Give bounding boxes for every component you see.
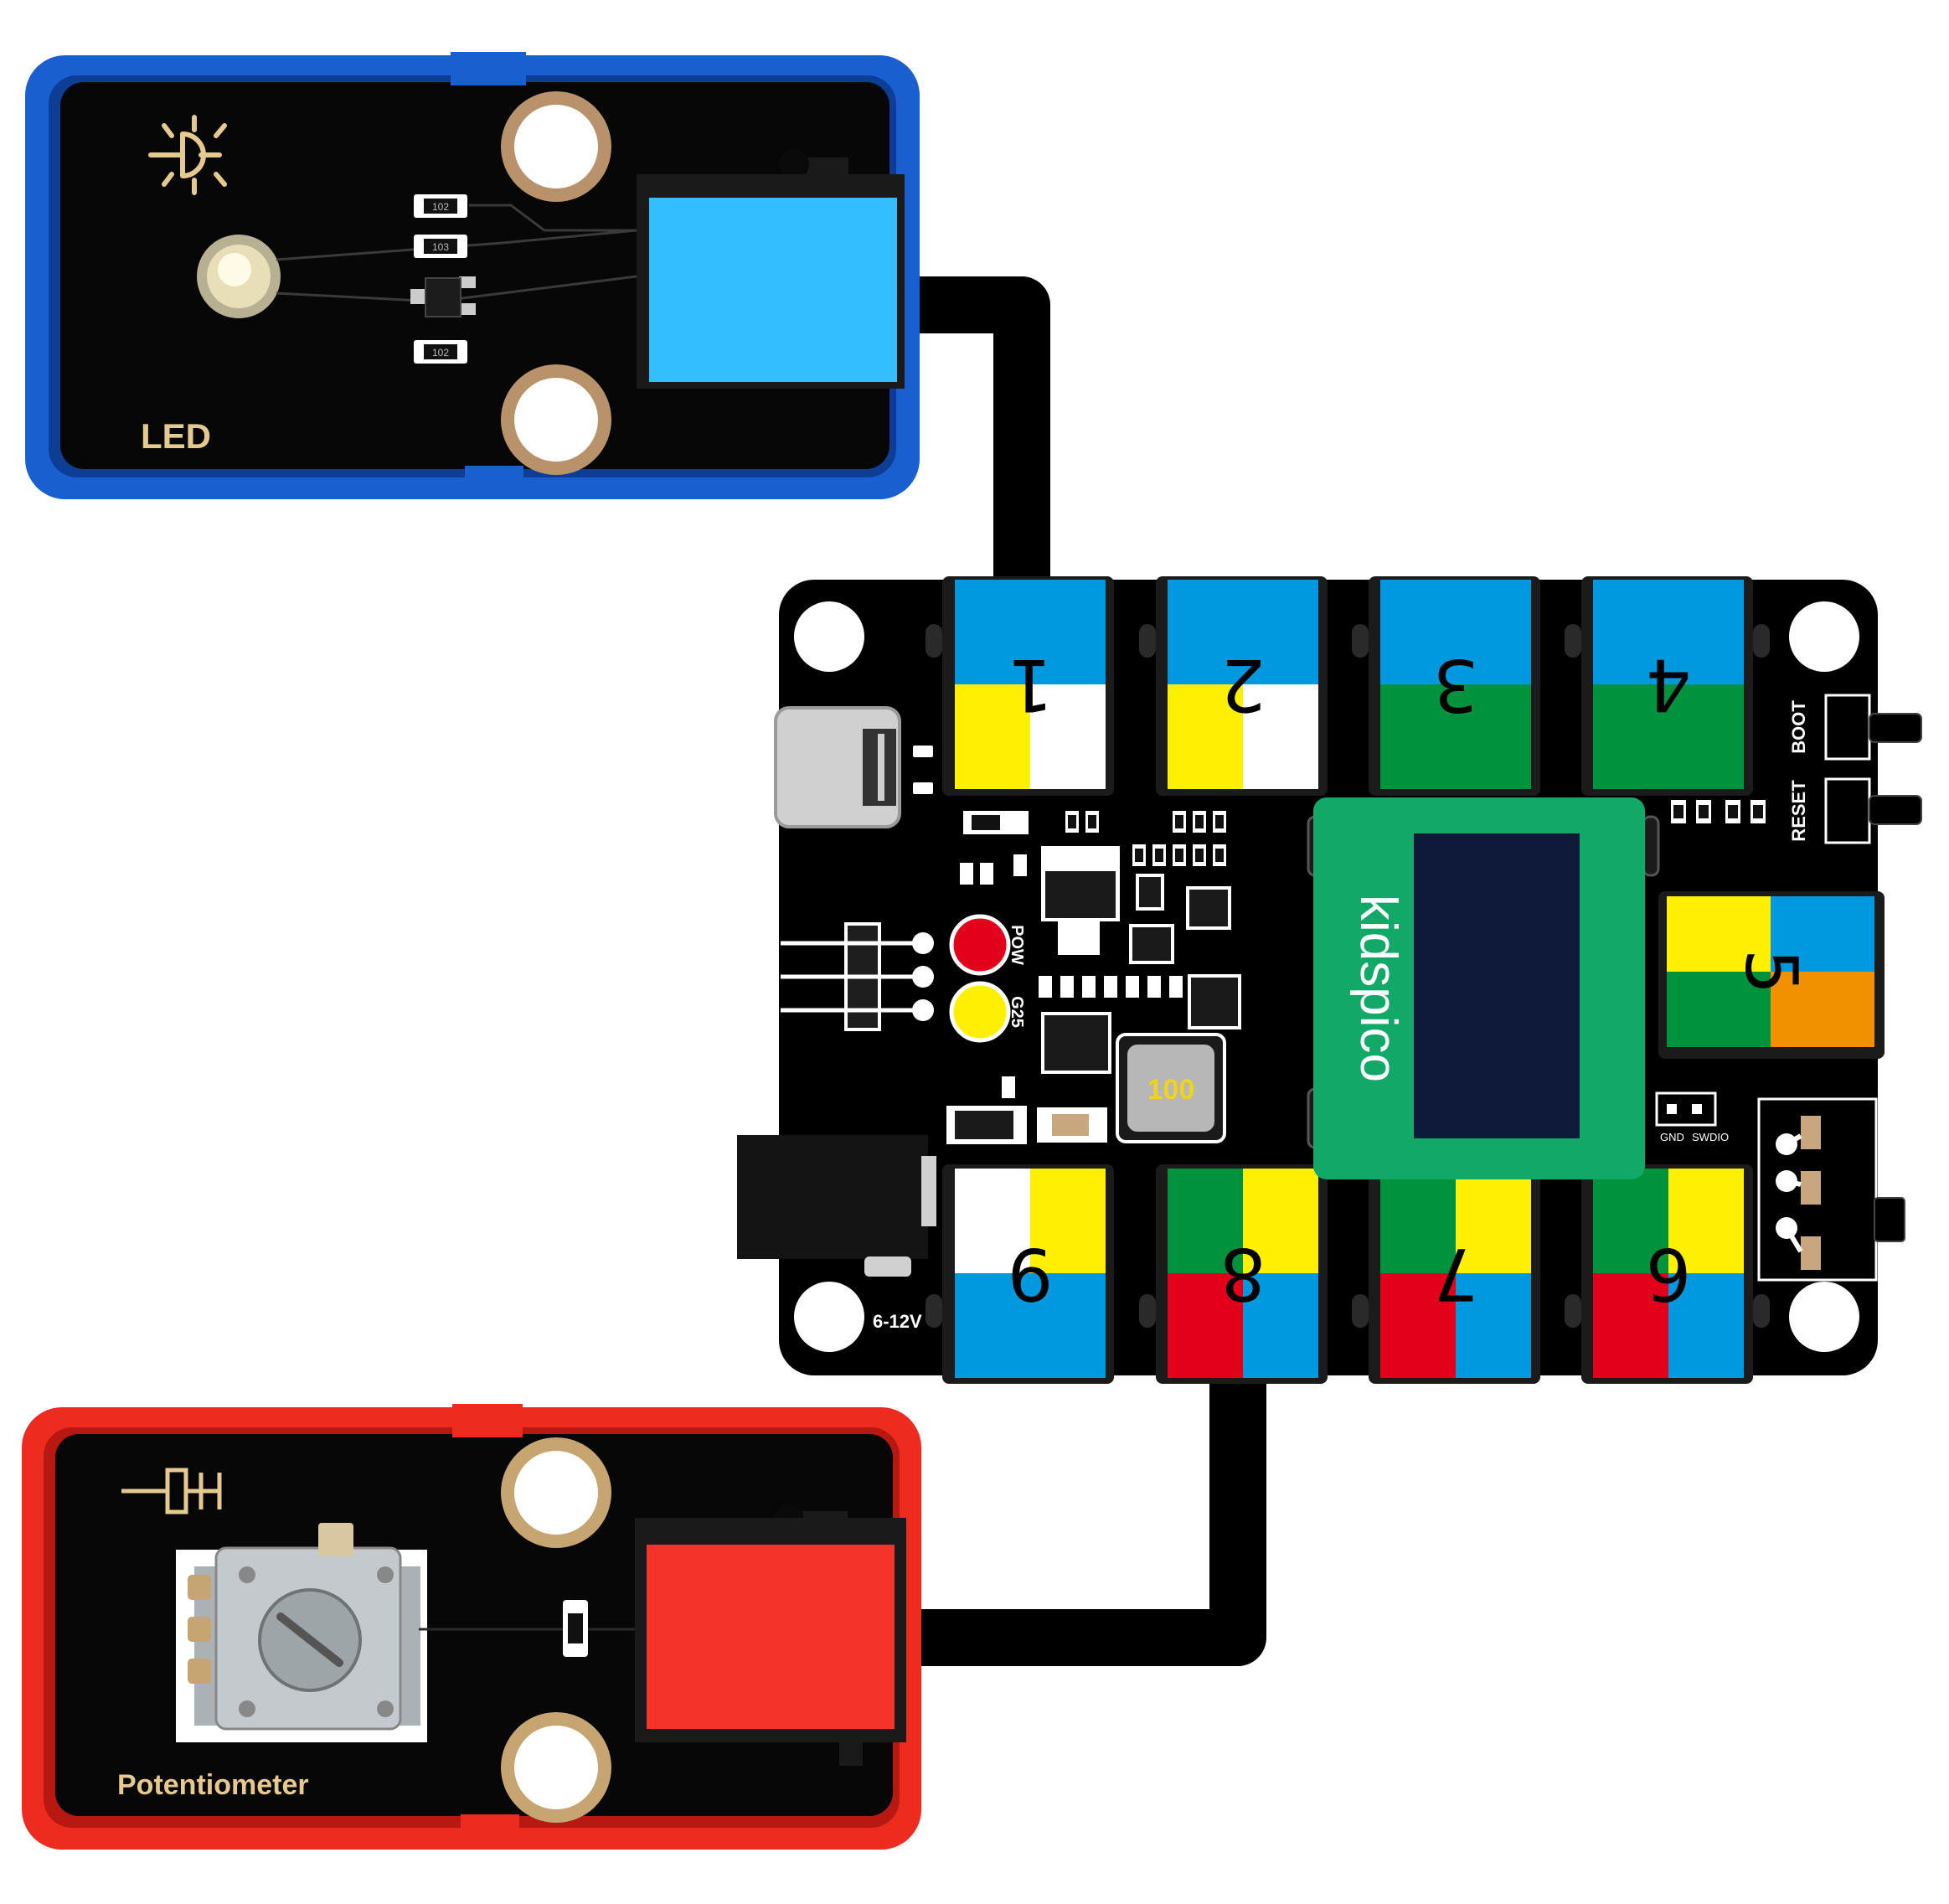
boot-label: BOOT <box>1788 700 1809 754</box>
pot-connector-plug <box>647 1545 895 1729</box>
board-hole-br <box>1789 1282 1859 1352</box>
led-connector <box>637 149 905 389</box>
board-hole-bl <box>794 1282 864 1352</box>
g25-led <box>951 983 1008 1040</box>
swdio-label: SWDIO <box>1692 1131 1729 1143</box>
port-7-number: 7 <box>1433 1231 1479 1315</box>
wire-pot-to-port-8 <box>909 1374 1238 1638</box>
potentiometer-knob[interactable] <box>176 1523 427 1742</box>
pot-module-label: Potentiometer <box>117 1769 309 1801</box>
port-3-number: 3 <box>1433 642 1479 726</box>
board-hole-tl <box>794 601 864 672</box>
port-1[interactable]: 1 <box>955 580 1106 789</box>
port-1-number: 1 <box>1008 642 1054 726</box>
reset-label: RESET <box>1788 780 1809 842</box>
swd-header <box>1657 1093 1715 1125</box>
port-6-number: 6 <box>1646 1231 1692 1315</box>
port-4-number: 4 <box>1646 642 1692 726</box>
gnd-label: GND <box>1660 1131 1684 1143</box>
port-2[interactable]: 2 <box>1168 580 1318 789</box>
logo-text: kidspico <box>1349 895 1407 1082</box>
port-3[interactable]: 3 <box>1380 580 1531 789</box>
oled-display: kidspico <box>1308 797 1658 1179</box>
inductor: 100 <box>1117 1035 1225 1142</box>
led-connector-plug <box>649 198 897 382</box>
g25-label: G25 <box>1008 996 1026 1028</box>
inductor-value: 100 <box>1147 1074 1195 1106</box>
led-module: 102 103 102 LED <box>25 52 920 499</box>
pow-led <box>951 916 1008 973</box>
resistor-code-2: 103 <box>432 241 449 253</box>
board-hole-tr <box>1789 601 1859 672</box>
port-8-number: 8 <box>1220 1231 1266 1315</box>
port-7[interactable]: 7 <box>1380 1169 1531 1378</box>
pow-label: POW <box>1008 925 1026 965</box>
led-module-label: LED <box>141 416 211 456</box>
main-board: 1 2 3 4 5 6 7 8 9 <box>737 576 1921 1384</box>
port-8[interactable]: 8 <box>1168 1169 1318 1378</box>
port-9-number: 9 <box>1008 1231 1054 1315</box>
resistor-code-3: 102 <box>432 347 449 359</box>
port-5[interactable]: 5 <box>1667 896 1874 1047</box>
port-5-number: 5 <box>1729 949 1812 995</box>
resistor-code-1: 102 <box>432 201 449 213</box>
voltage-label: 6-12V <box>873 1311 922 1332</box>
pot-connector <box>635 1504 906 1766</box>
usb-c-port[interactable] <box>776 708 900 827</box>
wire-led-to-port-1 <box>909 305 1022 578</box>
port-4[interactable]: 4 <box>1593 580 1744 789</box>
potentiometer-module: Potentiometer <box>22 1404 921 1850</box>
port-2-number: 2 <box>1220 642 1266 726</box>
slide-switch[interactable] <box>1759 1099 1905 1280</box>
led-bulb <box>197 235 281 318</box>
port-6[interactable]: 6 <box>1593 1169 1744 1378</box>
dc-power-jack[interactable] <box>737 1135 936 1277</box>
oled-screen <box>1414 833 1580 1138</box>
port-9[interactable]: 9 <box>955 1169 1106 1378</box>
pot-smd-resistor <box>563 1600 588 1657</box>
